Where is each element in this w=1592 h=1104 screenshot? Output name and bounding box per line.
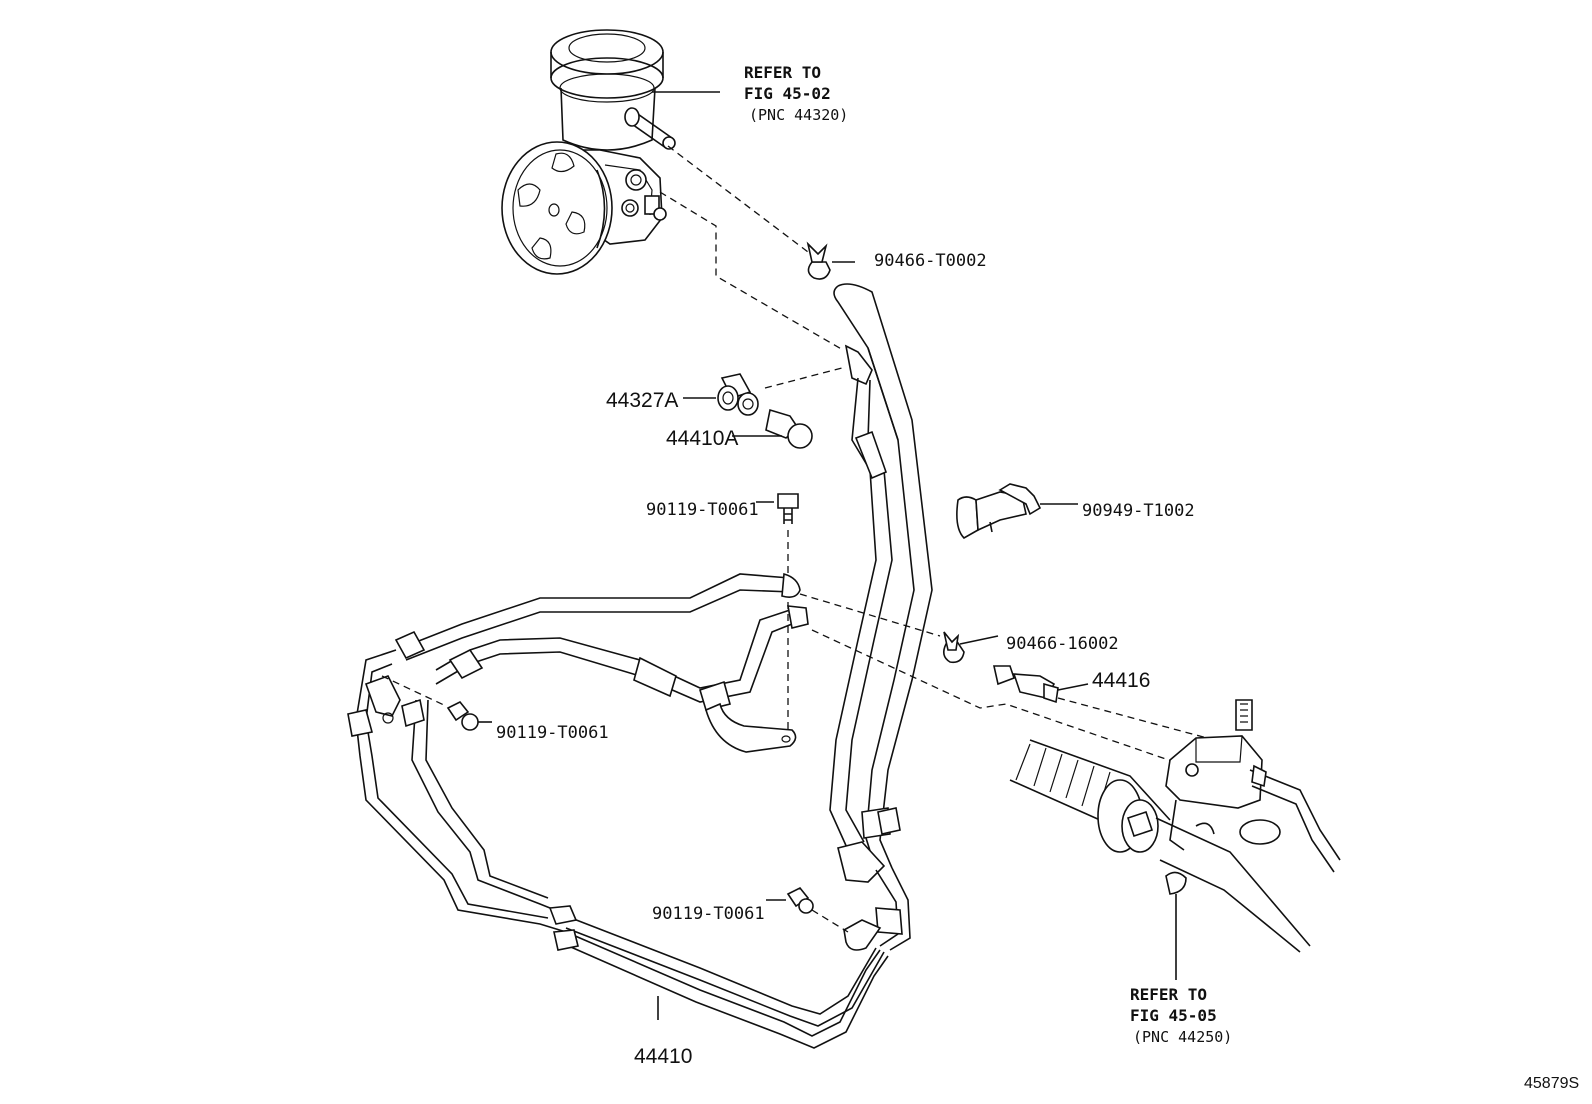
return-hose [833, 283, 933, 871]
label-44410: 44410 [634, 1045, 693, 1068]
dash-gasket [764, 367, 843, 389]
ref-bottom-line3: (PNC 44250) [1133, 1028, 1233, 1046]
label-90466-t0002: 90466-T0002 [874, 251, 987, 271]
steering-rack [1009, 699, 1341, 953]
power-steering-pump [501, 29, 676, 275]
dash-return [667, 145, 809, 253]
ref-top-line3: (PNC 44320) [749, 106, 849, 124]
pressure-tube-44410 [347, 572, 911, 1049]
union-bolt-44410a [732, 408, 813, 449]
ref-bottom-line2: FIG 45-05 [1130, 1006, 1217, 1025]
ref-top-line2: FIG 45-02 [744, 84, 831, 103]
union-44416 [993, 665, 1089, 704]
dash-bolt-lower [811, 909, 849, 933]
label-90466-16002: 90466-16002 [1006, 634, 1119, 654]
dash-clamp-lower [799, 593, 941, 637]
figure-id: 45879S [1524, 1075, 1580, 1092]
dash-union [811, 629, 1193, 769]
label-90949-t1002: 90949-T1002 [1082, 501, 1195, 521]
dash-union-rack [1057, 697, 1223, 743]
ref-top-line1: REFER TO [744, 63, 822, 82]
clamp-bracket-90949 [956, 483, 1078, 539]
bolt-lower [766, 886, 814, 914]
label-44327a: 44327A [606, 389, 679, 412]
ref-bottom-line1: REFER TO [1130, 985, 1208, 1004]
gasket-44327a [683, 373, 759, 416]
label-90119-t0061-upper: 90119-T0061 [646, 500, 759, 520]
hose-clamp-upper [806, 241, 855, 280]
bolt-upper [756, 493, 799, 524]
bolt-left [446, 700, 492, 731]
label-44410a: 44410A [666, 427, 739, 450]
label-44416: 44416 [1092, 669, 1151, 692]
label-90119-t0061-left: 90119-T0061 [496, 723, 609, 743]
hose-clamp-lower [942, 631, 999, 664]
label-90119-t0061-lower: 90119-T0061 [652, 904, 765, 924]
pressure-hose [829, 344, 893, 883]
dash-pressure [659, 191, 844, 351]
